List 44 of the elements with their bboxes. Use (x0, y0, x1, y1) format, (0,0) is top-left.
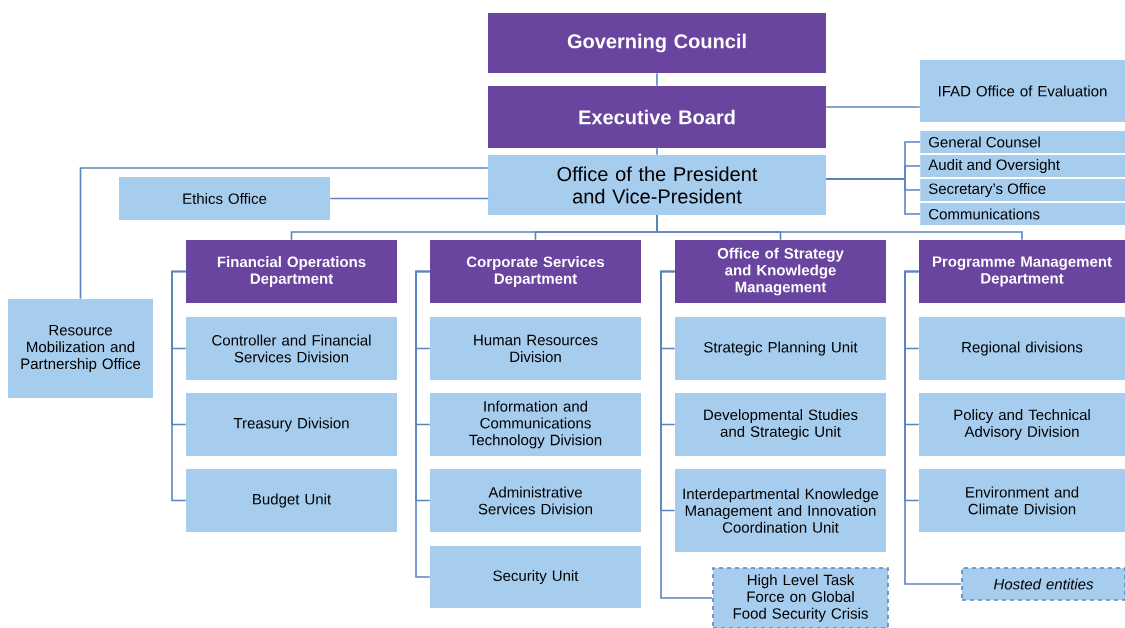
dashed-box: High Level Task Force on Global Food Security Crisis (712, 567, 889, 628)
unit-box: Administrative Services Division (430, 469, 641, 532)
unit-box: Interdepartmental Knowledge Management and Innovation Coordination Unit (675, 469, 886, 552)
unit-box: Environment and Climate Division (919, 469, 1125, 532)
office-list-item: Secretary’s Office (920, 179, 1125, 201)
connector-line (656, 214, 1023, 241)
unit-box: Ethics Office (119, 177, 330, 220)
connector-line (825, 178, 921, 215)
unit-box: Developmental Studies and Strategic Unit (675, 393, 886, 456)
department-box: Financial Operations Department (186, 240, 397, 303)
unit-box: Information and Communications Technology Division (430, 393, 641, 456)
node-label: Audit and Oversight (928, 159, 1060, 173)
office-list-item: Communications (920, 203, 1125, 225)
connector-line (660, 270, 713, 599)
connector-line (171, 270, 187, 502)
unit-box: Regional divisions (919, 317, 1125, 380)
connector-line (656, 147, 658, 156)
department-box: Corporate Services Department (430, 240, 641, 303)
connector-line (329, 197, 490, 200)
unit-box: Policy and Technical Advisory Division (919, 393, 1125, 456)
connector-line (825, 106, 921, 108)
department-box: Programme Management Department (919, 240, 1125, 303)
unit-box: Resource Mobilization and Partnership Office (8, 299, 153, 398)
connector-line (656, 72, 658, 87)
connector-line (904, 270, 962, 585)
unit-box: Strategic Planning Unit (675, 317, 886, 380)
office-list-item: Audit and Oversight (920, 155, 1125, 177)
unit-box: Security Unit (430, 546, 641, 608)
unit-box: Treasury Division (186, 393, 397, 456)
dashed-box: Hosted entities (961, 567, 1125, 601)
office-box: Office of the President and Vice-President (488, 155, 826, 215)
unit-box: IFAD Office of Evaluation (920, 60, 1125, 122)
node-label: Communications (929, 208, 1040, 220)
governing-box: Governing Council (488, 13, 826, 73)
department-box: Office of Strategy and Knowledge Management (675, 240, 886, 303)
unit-box: Human Resources Division (430, 317, 641, 380)
unit-box: Budget Unit (186, 469, 397, 532)
connector-line (415, 270, 431, 578)
unit-box: Controller and Financial Services Division (186, 317, 397, 380)
office-list-item: General Counsel (920, 131, 1125, 153)
governing-box: Executive Board (488, 86, 826, 148)
connector-line (79, 167, 489, 300)
node-label: General Counsel (929, 136, 1040, 148)
node-label: Secretary’s Office (928, 183, 1046, 197)
